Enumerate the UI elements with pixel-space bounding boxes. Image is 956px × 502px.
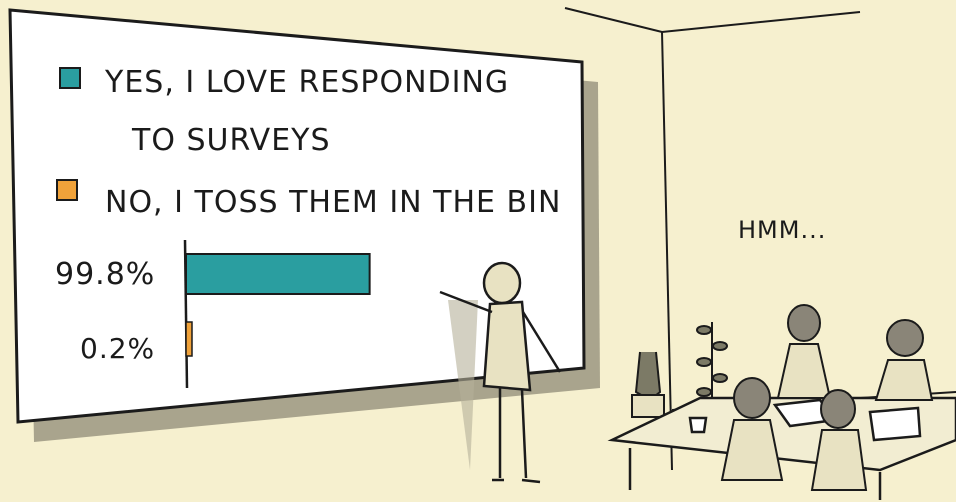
audience-person-back-center bbox=[776, 304, 832, 399]
audience bbox=[720, 304, 934, 491]
legend-label-yes-line2: TO SURVEYS bbox=[131, 123, 331, 158]
presenter-body bbox=[482, 300, 532, 392]
whiteboard-surface bbox=[8, 8, 586, 424]
audience-person-front-left bbox=[720, 377, 784, 481]
presenter-head bbox=[482, 261, 522, 305]
bar-chart: 99.8% 0.2% bbox=[55, 239, 371, 389]
laptop bbox=[868, 406, 922, 442]
chart-legend: YES, I LOVE RESPONDING TO SURVEYS NO, I … bbox=[56, 65, 561, 220]
bar-yes bbox=[185, 253, 371, 295]
presenter-arm-pointing bbox=[439, 290, 493, 314]
plant-vine bbox=[696, 322, 728, 400]
mug bbox=[688, 416, 708, 434]
presenter-arm-down bbox=[521, 311, 562, 373]
presenter-figure bbox=[439, 261, 562, 484]
bar-no bbox=[185, 321, 193, 357]
legend-swatch-yes bbox=[59, 67, 81, 89]
speech-text: HMM... bbox=[738, 216, 826, 244]
presenter-shadow bbox=[448, 300, 478, 470]
value-label-yes: 99.8% bbox=[55, 257, 155, 292]
presenter-legs bbox=[498, 388, 528, 479]
value-label-no: 0.2% bbox=[80, 332, 155, 365]
audience-person-front-right bbox=[810, 389, 868, 491]
audience-person-back-right bbox=[874, 319, 934, 401]
meeting-table bbox=[607, 396, 956, 500]
presenter-feet bbox=[492, 478, 541, 484]
legend-label-no: NO, I TOSS THEM IN THE BIN bbox=[105, 185, 561, 220]
legend-label-yes-line1: YES, I LOVE RESPONDING bbox=[104, 65, 509, 100]
plant-pot-left bbox=[631, 351, 665, 418]
legend-swatch-no bbox=[56, 179, 78, 201]
